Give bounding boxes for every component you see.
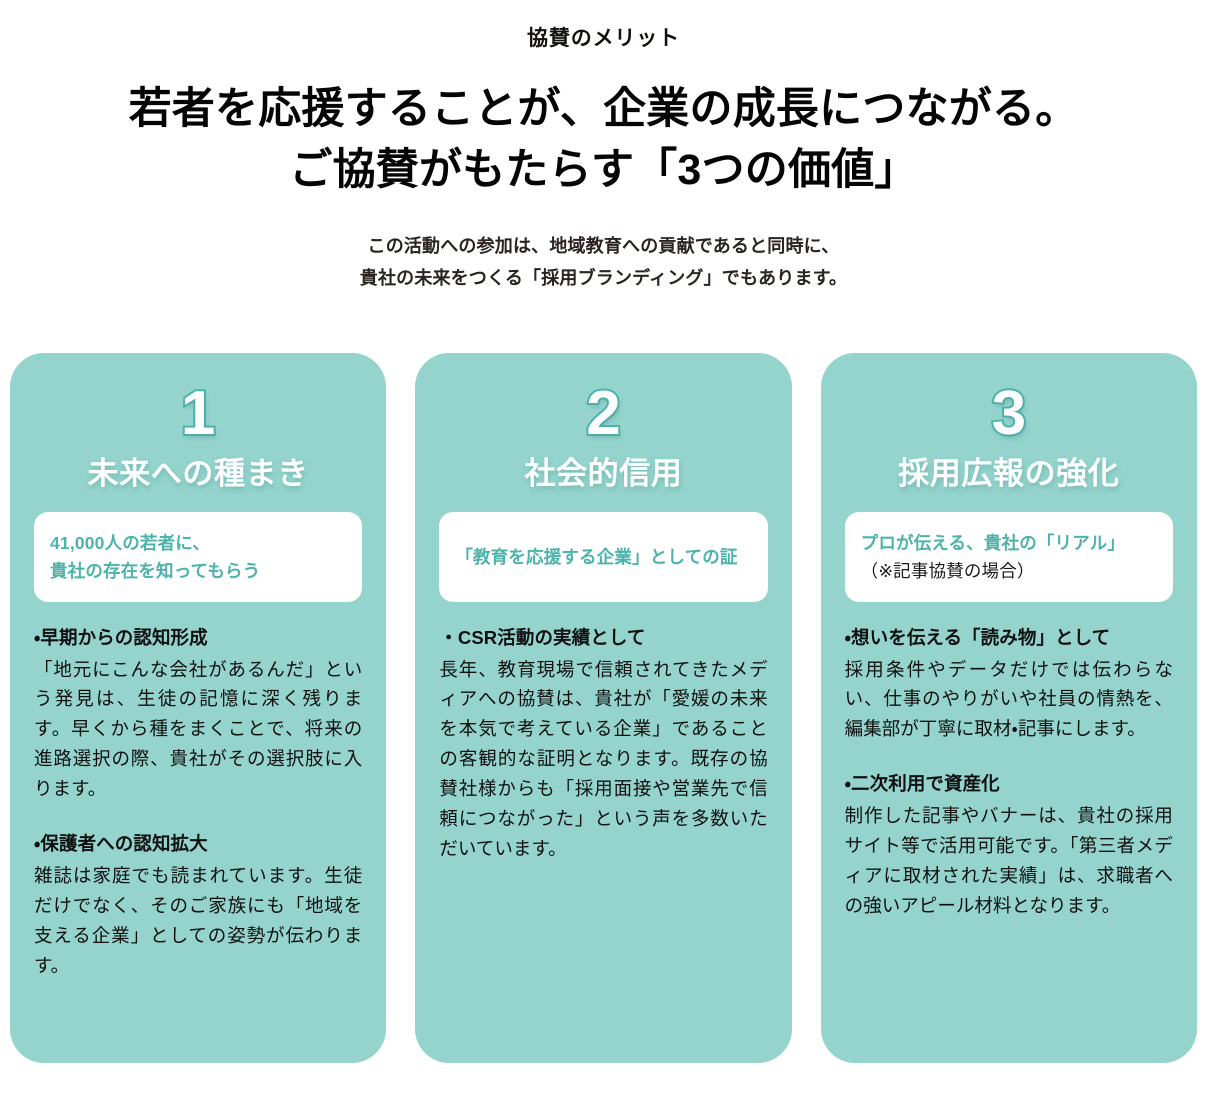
card-title: 社会的信用 xyxy=(524,456,683,491)
page-title: 若者を応援することが、企業の成長につながる。 ご協賛がもたらす「3つの価値」 xyxy=(0,79,1207,201)
subcopy-line-1: この活動への参加は、地域教育への貢献であると同時に、 xyxy=(367,236,840,257)
value-card-list: 1 未来への種まき 41,000人の若者に、 貴社の存在を知ってもらう ・早期か… xyxy=(10,353,1197,1063)
subcopy-line-2: 貴社の未来をつくる「採用ブランディング」でもあります。 xyxy=(359,267,848,288)
eyebrow-label: 協賛のメリット xyxy=(527,27,680,50)
block-text: 「地元にこんな会社があるんだ」という発見は、生徒の記憶に深く残ります。早くから種… xyxy=(34,658,363,800)
value-card-1: 1 未来への種まき 41,000人の若者に、 貴社の存在を知ってもらう ・早期か… xyxy=(10,353,387,1063)
card-highlight-box: プロが伝える、貴社の「リアル」 （※記事協賛の場合） xyxy=(844,511,1173,602)
block-heading: ・早期からの認知形成 xyxy=(34,626,208,648)
card-block: ・想いを伝える「読み物」として 採用条件やデータだけでは伝わらない、仕事のやりが… xyxy=(845,624,1173,745)
highlight-line: プロが伝える、貴社の「リアル」 xyxy=(860,532,1126,553)
card-block: ・CSR活動の実績として 長年、教育現場で信頼されてきたメディアへの協賛は、貴社… xyxy=(439,624,767,865)
card-block: ・二次利用で資産化 制作した記事やバナーは、貴社の採用サイト等で活用可能です。「… xyxy=(845,770,1173,921)
block-heading: ・CSR活動の実績として xyxy=(439,626,646,648)
highlight-note: （※記事協賛の場合） xyxy=(860,560,1035,581)
block-heading: ・二次利用で資産化 xyxy=(844,773,1000,795)
card-number-badge: 3 xyxy=(990,379,1028,448)
card-highlight-box: 「教育を応援する企業」としての証 xyxy=(439,511,768,602)
headline-line-1: 若者を応援することが、企業の成長につながる。 xyxy=(128,85,1079,134)
card-title: 未来への種まき xyxy=(87,456,309,491)
card-number-badge: 1 xyxy=(179,379,217,448)
section-subcopy: この活動への参加は、地域教育への貢献であると同時に、 貴社の未来をつくる「採用ブ… xyxy=(0,231,1207,294)
card-highlight-box: 41,000人の若者に、 貴社の存在を知ってもらう xyxy=(34,511,363,602)
block-text: 採用条件やデータだけでは伝わらない、仕事のやりがいや社員の情熱を、編集部が丁寧に… xyxy=(844,658,1173,740)
headline-line-2: ご協賛がもたらす「3つの価値」 xyxy=(289,146,918,195)
card-block: ・早期からの認知形成 「地元にこんな会社があるんだ」という発見は、生徒の記憶に深… xyxy=(34,624,362,805)
card-title: 採用広報の強化 xyxy=(898,456,1120,491)
card-block: ・保護者への認知拡大 雑誌は家庭でも読まれています。生徒だけでなく、そのご家族に… xyxy=(34,830,362,981)
card-number-badge: 2 xyxy=(584,379,622,448)
block-heading: ・保護者への認知拡大 xyxy=(34,833,208,855)
highlight-line: 貴社の存在を知ってもらう xyxy=(50,560,261,581)
highlight-line: 「教育を応援する企業」としての証 xyxy=(455,546,738,567)
block-heading: ・想いを伝える「読み物」として xyxy=(844,626,1111,648)
section-header: 協賛のメリット 若者を応援することが、企業の成長につながる。 ご協賛がもたらす「… xyxy=(0,0,1207,294)
block-text: 雑誌は家庭でも読まれています。生徒だけでなく、そのご家族にも「地域を支える企業」… xyxy=(34,865,363,976)
block-text: 制作した記事やバナーは、貴社の採用サイト等で活用可能です。「第三者メディアに取材… xyxy=(844,805,1173,917)
highlight-line: 41,000人の若者に、 xyxy=(50,532,211,553)
block-text: 長年、教育現場で信頼されてきたメディアへの協賛は、貴社が「愛媛の未来を本気で考え… xyxy=(439,658,768,860)
value-card-2: 2 社会的信用 「教育を応援する企業」としての証 ・CSR活動の実績として 長年… xyxy=(415,353,792,1063)
value-card-3: 3 採用広報の強化 プロが伝える、貴社の「リアル」 （※記事協賛の場合） ・想い… xyxy=(820,353,1197,1063)
